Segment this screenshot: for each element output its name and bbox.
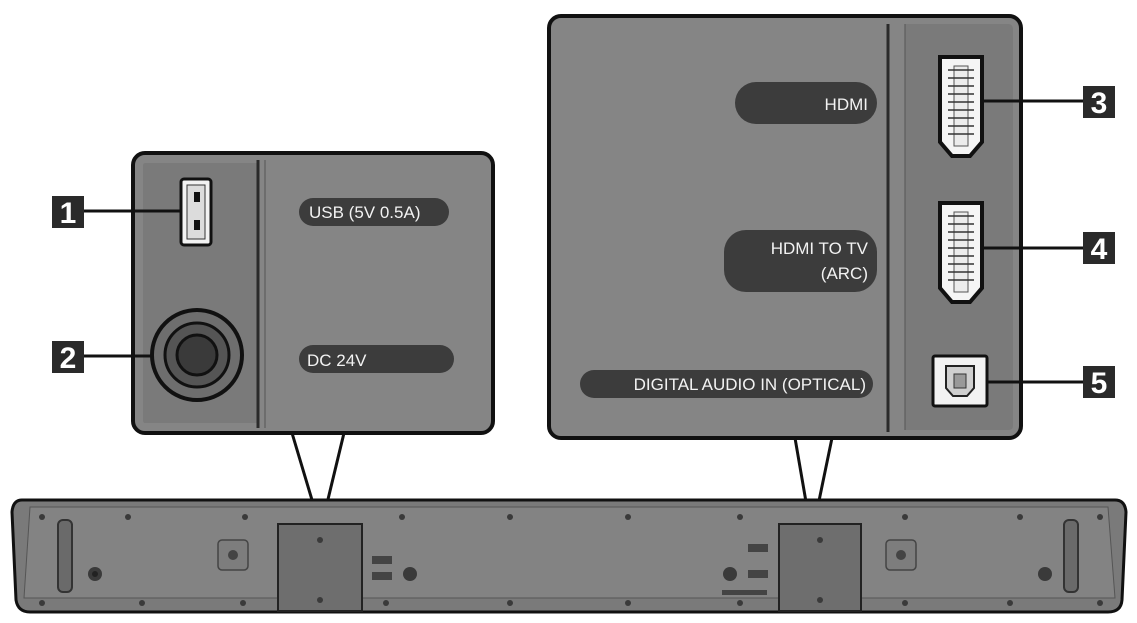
hdmi-label: HDMI [825,95,868,114]
hdmi-port [938,55,984,158]
optical-label: DIGITAL AUDIO IN (OPTICAL) [634,375,866,394]
hdmi-label-pill: HDMI [735,82,877,124]
callout-3: 3 [1083,86,1115,120]
hdmi-arc-label-line2: (ARC) [821,264,868,283]
usb-label: USB (5V 0.5A) [309,203,421,222]
optical-label-pill: DIGITAL AUDIO IN (OPTICAL) [580,370,873,398]
dc-label-pill: DC 24V [299,345,454,373]
callout-number-5: 5 [1091,367,1108,400]
hdmi-arc-label-pill: HDMI TO TV (ARC) [724,230,877,292]
callout-number-1: 1 [60,197,77,230]
callout-number-3: 3 [1091,87,1108,120]
usb-label-pill: USB (5V 0.5A) [299,198,449,226]
callout-4: 4 [1083,232,1115,266]
dc-label: DC 24V [307,351,367,370]
callout-number-4: 4 [1091,233,1108,266]
callout-2: 2 [52,341,84,375]
optical-port [931,354,989,408]
hdmi-arc-port [938,201,984,304]
hdmi-arc-label-line1: HDMI TO TV [771,239,869,258]
usb-port [179,177,213,247]
callout-1: 1 [52,196,84,230]
callout-number-2: 2 [60,342,77,375]
dc-jack [150,308,244,402]
callout-5: 5 [1083,366,1115,400]
soundbar-body [10,498,1128,614]
callout-lines [84,99,1083,384]
